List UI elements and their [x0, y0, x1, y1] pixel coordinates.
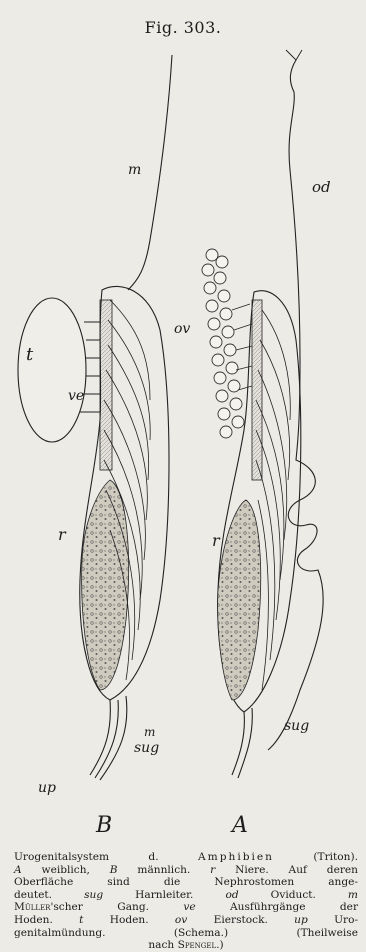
- nephrostome-strip-a: [252, 300, 262, 480]
- label-up: up: [38, 780, 56, 796]
- label-b: B: [95, 813, 112, 838]
- specimen-a: [218, 50, 324, 778]
- nephrostome-strip: [100, 300, 112, 470]
- label-m-top: m: [128, 162, 141, 178]
- label-r-b: r: [58, 525, 67, 544]
- label-a: A: [230, 813, 248, 838]
- ureter-a: [232, 708, 252, 778]
- figure-caption: Urogenitalsystem d. Amphibien (Triton). …: [14, 851, 358, 952]
- label-t: t: [26, 344, 34, 365]
- kidney-b-tissue: [82, 480, 129, 690]
- oviduct-funnel: [286, 50, 302, 60]
- specimen-b: [18, 55, 172, 780]
- oviduct: [268, 60, 323, 750]
- figure-title: Fig. 303.: [0, 18, 366, 37]
- ureter-b: [90, 696, 127, 780]
- label-m-b: m: [144, 725, 155, 739]
- label-r-a: r: [212, 531, 221, 550]
- label-ov: ov: [174, 321, 190, 337]
- label-sug-b: sug: [134, 740, 159, 756]
- testis: [18, 298, 86, 442]
- urogenital-diagram: m od ov t ve r r m sug sug up B A: [0, 40, 366, 850]
- label-ve: ve: [68, 388, 84, 404]
- ovary: [202, 249, 244, 438]
- label-od: od: [312, 178, 331, 196]
- label-sug-a: sug: [284, 718, 309, 734]
